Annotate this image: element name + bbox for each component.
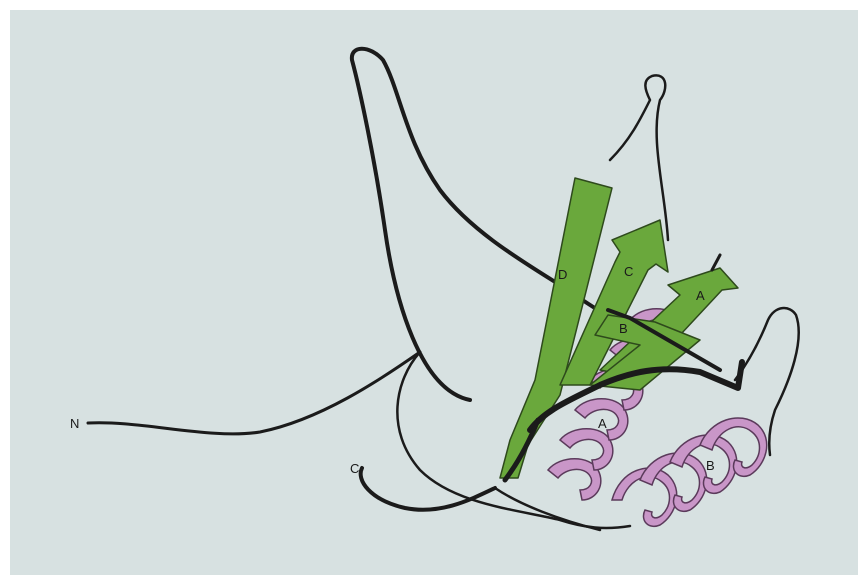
c-terminus-label: C [350,461,359,476]
strand-a-label: A [696,288,705,303]
n-terminus-label: N [70,416,79,431]
background-panel [10,10,858,575]
strand-b-label: B [619,321,628,336]
strand-c-label: C [624,264,633,279]
helix-a-label: A [598,416,607,431]
helix-b-label: B [706,458,715,473]
strand-d-label: D [558,267,567,282]
